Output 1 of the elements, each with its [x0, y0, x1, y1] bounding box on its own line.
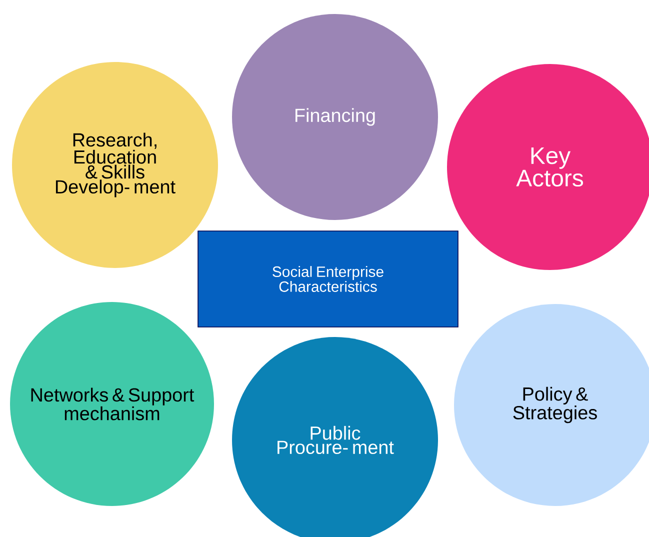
title-box: Social Enterprise Characteristics	[198, 230, 458, 328]
